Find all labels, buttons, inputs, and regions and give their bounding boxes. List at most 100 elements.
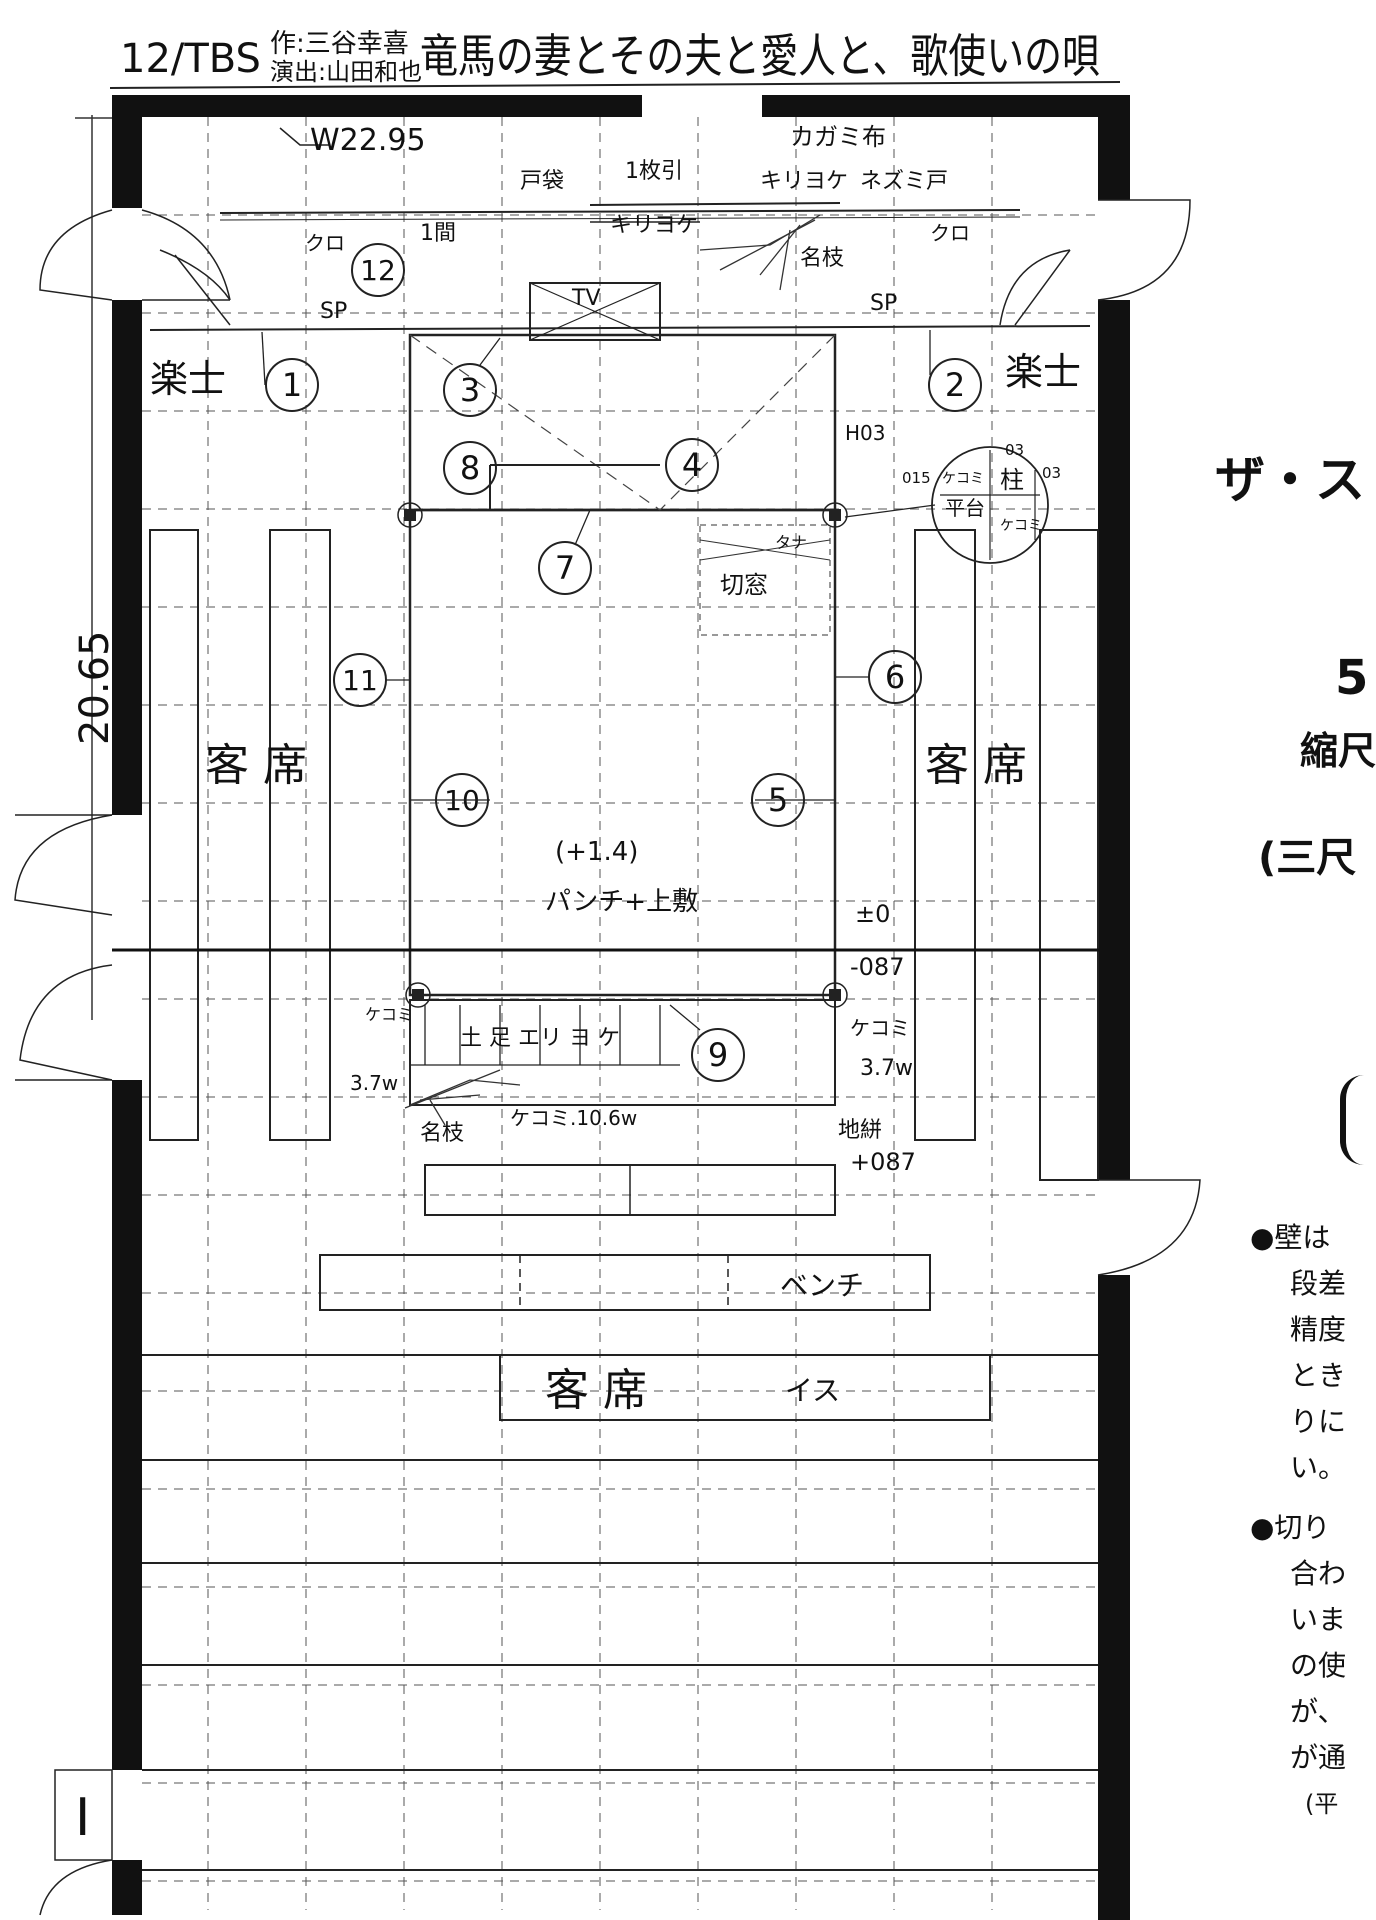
wall-top-left — [112, 95, 642, 117]
right-heading: ザ・ス — [1215, 451, 1365, 509]
label-kagami: カガミ布 — [790, 123, 886, 151]
label-kekomi-left-dim: 3.7w — [350, 1071, 398, 1095]
marker-9 — [691, 1028, 745, 1082]
detail-hirabu: 平台 — [945, 496, 985, 520]
depth-dimension: 20.65 — [72, 630, 118, 745]
door-left-bottom — [39, 1769, 113, 1916]
label-gakushi-right: 楽士 — [1005, 350, 1081, 394]
pillar-ul — [397, 502, 423, 528]
header-title: 竜馬の妻とその夫と愛人と、歌使いの唄 — [420, 29, 1100, 83]
header-code: 12/TBS — [120, 36, 261, 82]
label-meieda-top: 名枝 — [800, 246, 844, 271]
label-sp-left: SP — [320, 299, 347, 324]
label-pm0: ±0 — [855, 900, 890, 928]
label-bench: ベンチ — [780, 1269, 864, 1302]
seat-left-outer — [149, 529, 199, 1141]
seat-left-inner — [269, 529, 331, 1141]
para2-line-0: ●切り — [1250, 1511, 1331, 1544]
header-credits-line2: 演出:山田和也 — [270, 58, 422, 86]
label-tv: TV — [571, 286, 601, 311]
door-right-lower — [1097, 1179, 1201, 1276]
label-kekomi-right: ケコミ — [850, 1016, 910, 1040]
detail-kekomi2: ケコミ — [1000, 518, 1042, 534]
label-kirimado: 切窓 — [720, 571, 768, 599]
wall-left-mid2 — [112, 1080, 142, 1770]
header-credits-line1: 作:三谷幸喜 — [270, 29, 409, 59]
wall-left-top — [112, 100, 142, 208]
label-height-stage: (+1.4) — [555, 837, 638, 867]
label-kyakuseki-right: 客 席 — [925, 740, 1027, 791]
label-nesudo: ネズミ戸 — [860, 169, 948, 194]
upstage-rail — [219, 209, 1021, 214]
para2-line-3: の使 — [1290, 1649, 1347, 1682]
label-sp-right: SP — [870, 291, 897, 316]
marker-1 — [265, 358, 319, 412]
right-number: 5 — [1335, 650, 1369, 706]
step-risers — [410, 1005, 680, 1066]
label-kekomi-right-dim: 3.7w — [860, 1056, 913, 1081]
wall-right-mid — [1098, 300, 1130, 1180]
marker-11-label: 11 — [342, 664, 378, 697]
para1-line-4: りに — [1290, 1405, 1347, 1438]
marker-7 — [538, 541, 592, 595]
marker-1-label: 1 — [282, 366, 302, 404]
marker-2 — [928, 358, 982, 412]
tv-box — [529, 282, 661, 341]
label-minus087: -087 — [850, 953, 904, 981]
detail-kekomi: ケコミ — [942, 471, 984, 487]
label-h03: H03 — [845, 421, 886, 445]
right-bracket — [1340, 1075, 1364, 1165]
label-jigasuri: 地絣 — [838, 1118, 882, 1143]
marker-3 — [443, 363, 497, 417]
door-mark: I — [75, 1788, 90, 1848]
label-kekomi-left: ケコミ — [365, 1005, 413, 1024]
label-ikke: 1間 — [420, 221, 456, 246]
grid — [142, 117, 1098, 1910]
label-kyakuseki-bottom: 客 席 — [545, 1365, 647, 1416]
marker-12-label: 12 — [360, 254, 396, 287]
marker-4-label: 4 — [682, 446, 702, 484]
marker-2-label: 2 — [945, 366, 965, 404]
front-step — [409, 999, 836, 1106]
door-upper-left — [141, 209, 231, 326]
label-isu: イス — [785, 1374, 840, 1407]
seat-right-inner — [914, 529, 976, 1141]
wall-right-top — [1098, 100, 1130, 200]
label-kekomi-bottom: ケコミ.10.6w — [510, 1106, 637, 1130]
label-gakushi-left: 楽士 — [150, 357, 226, 401]
label-hikido: 1枚引 — [625, 159, 683, 184]
label-step-text: 土 足 エリ ヨ ケ — [460, 1026, 620, 1051]
detail-015: 015 — [902, 469, 931, 487]
marker-3-label: 3 — [460, 371, 480, 409]
detail-hashira: 柱 — [1000, 466, 1024, 494]
label-tana: タナ — [775, 533, 807, 552]
header-underline — [109, 81, 1121, 89]
para2-line-4: が、 — [1290, 1695, 1346, 1728]
label-kuro-left: クロ — [305, 231, 345, 255]
wall-right-bottom — [1098, 1275, 1130, 1920]
marker-9-label: 9 — [708, 1036, 728, 1074]
door-upper-left-swing — [39, 209, 113, 301]
branch-top — [699, 214, 821, 291]
para1-line-0: ●壁は — [1250, 1221, 1331, 1254]
para2-line-1: 合わ — [1290, 1557, 1347, 1590]
marker-8 — [443, 441, 497, 495]
para1-line-1: 段差 — [1290, 1267, 1347, 1300]
label-kiriake2: キリヨケ — [610, 213, 698, 238]
label-kuro-right: クロ — [930, 221, 970, 245]
para1-line-3: とき — [1290, 1359, 1347, 1392]
door-left-lower — [14, 814, 113, 1081]
para2-line-5: が通 — [1290, 1741, 1347, 1774]
bench — [319, 1254, 931, 1311]
detail-03a: 03 — [1005, 441, 1024, 459]
label-meieda-bottom: 名枝 — [420, 1121, 464, 1146]
width-dimension: W22.95 — [310, 123, 426, 158]
right-para2: ●切り 合わ いま の使 が、 が通 (平 — [1250, 1505, 1346, 1827]
stage-main — [408, 508, 837, 997]
chair-row — [499, 1354, 991, 1421]
wall-left-mid — [112, 300, 142, 815]
marker-8-label: 8 — [460, 449, 480, 487]
right-sub2: (三尺 — [1258, 835, 1357, 881]
para2-line-6: (平 — [1305, 1790, 1339, 1818]
